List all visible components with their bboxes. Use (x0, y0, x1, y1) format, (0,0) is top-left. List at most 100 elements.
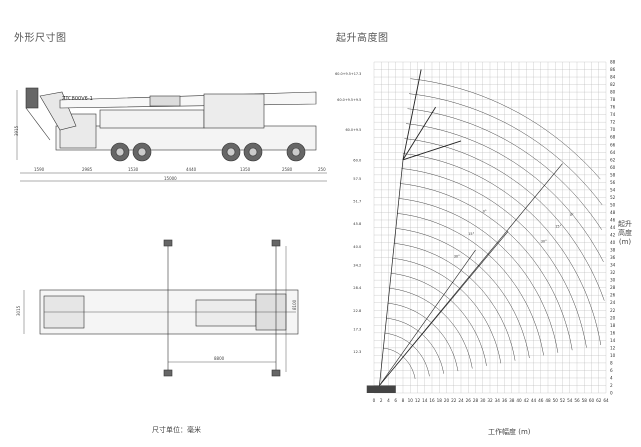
x-tick-label: 56 (574, 398, 580, 403)
y-tick-label: 8 (610, 360, 613, 365)
y-tick-label: 86 (610, 67, 616, 72)
x-tick-label: 46 (538, 398, 544, 403)
x-tick-label: 34 (495, 398, 501, 403)
jib-label: 60.0+9.5+17.3 (335, 72, 361, 76)
y-tick-label: 24 (610, 300, 616, 305)
lift-arc (410, 78, 601, 180)
x-tick-label: 30 (480, 398, 486, 403)
lift-arc (386, 317, 444, 374)
x-tick-label: 26 (466, 398, 472, 403)
crane-base-icon (366, 385, 396, 393)
y-tick-label: 74 (610, 112, 616, 117)
y-tick-label: 42 (610, 233, 616, 238)
seg-dim: 1350 (240, 167, 251, 172)
boom-length-label: 57.5 (353, 177, 361, 181)
y-tick-label: 52 (610, 195, 616, 200)
angle-label: 0° (570, 213, 574, 217)
dimension-drawing-title: 外形尺寸图 (14, 33, 67, 44)
x-tick-label: 20 (444, 398, 450, 403)
y-tick-label: 16 (610, 330, 616, 335)
angle-label: 0° (483, 209, 487, 213)
angle-label: 30° (454, 255, 460, 259)
lift-arc (401, 168, 587, 348)
y-tick-label: 44 (610, 225, 616, 230)
x-tick-label: 18 (437, 398, 443, 403)
x-tick-label: 22 (451, 398, 457, 403)
boom-length-label: 28.4 (353, 286, 362, 290)
lift-arc (392, 258, 502, 364)
outrigger-length-dim: 8800 (214, 356, 225, 361)
boom-length-label: 17.3 (353, 328, 361, 332)
lift-arc (402, 153, 602, 346)
seg-dim: 4440 (186, 167, 197, 172)
seg-dim: 1590 (34, 167, 45, 172)
y-tick-label: 68 (610, 135, 616, 140)
plan-view (23, 239, 299, 377)
lift-arc (399, 183, 573, 351)
x-tick-label: 42 (524, 398, 530, 403)
y-tick-label: 58 (610, 172, 616, 177)
x-tick-label: 40 (516, 398, 522, 403)
x-tick-label: 4 (387, 398, 390, 403)
boom-length-label: 60.0 (353, 158, 362, 162)
y-axis-title: 起升高度(m) (618, 220, 632, 246)
x-tick-label: 6 (394, 398, 397, 403)
boom-length-label: 51.7 (353, 200, 361, 204)
y-tick-label: 4 (610, 375, 613, 380)
lift-arc (393, 243, 516, 361)
boom-line (379, 231, 509, 386)
x-tick-label: 12 (415, 398, 421, 403)
x-tick-label: 62 (596, 398, 602, 403)
side-view (16, 87, 327, 182)
y-tick-label: 36 (610, 255, 616, 260)
seg-dim: 2985 (82, 167, 93, 172)
y-tick-label: 6 (610, 368, 613, 373)
y-tick-label: 78 (610, 97, 616, 102)
x-tick-label: 38 (509, 398, 515, 403)
lift-height-chart-title: 起升高度图 (336, 33, 389, 44)
y-tick-label: 14 (610, 338, 616, 343)
total-length-dim: 15000 (164, 176, 177, 181)
x-tick-label: 16 (429, 398, 435, 403)
x-tick-label: 52 (560, 398, 566, 403)
lift-arc (396, 213, 544, 356)
x-tick-label: 58 (582, 398, 588, 403)
y-tick-label: 80 (610, 90, 616, 95)
jib-line (402, 69, 422, 160)
x-tick-label: 36 (502, 398, 508, 403)
lift-arc (390, 273, 487, 366)
y-tick-label: 20 (610, 315, 616, 320)
y-tick-label: 30 (610, 278, 616, 283)
lift-arc (404, 138, 605, 301)
outrigger-width-dim: 8100 (292, 299, 297, 310)
y-tick-label: 28 (610, 285, 616, 290)
angle-label: 15° (555, 225, 561, 229)
boom-line (379, 159, 404, 386)
seg-dim: 2580 (282, 167, 293, 172)
angle-label: 30° (541, 240, 547, 244)
plan-width-dim: 3015 (16, 305, 21, 316)
y-tick-label: 2 (610, 383, 613, 388)
boom-length-label: 34.2 (353, 264, 361, 268)
x-tick-label: 28 (473, 398, 479, 403)
x-tick-label: 44 (531, 398, 537, 403)
x-tick-label: 8 (402, 398, 405, 403)
lift-arc (395, 228, 530, 359)
unit-note: 尺寸单位：毫米 (152, 426, 201, 434)
y-tick-label: 76 (610, 105, 616, 110)
x-tick-label: 32 (487, 398, 493, 403)
y-tick-label: 10 (610, 353, 616, 358)
y-tick-label: 40 (610, 240, 616, 245)
y-tick-label: 18 (610, 323, 616, 328)
y-tick-label: 46 (610, 217, 616, 222)
y-tick-label: 34 (610, 263, 616, 268)
boom-length-label: 22.8 (353, 309, 362, 313)
y-tick-label: 84 (610, 75, 616, 80)
x-tick-label: 0 (373, 398, 376, 403)
lift-arc (407, 108, 602, 230)
jib-label: 60.0+9.5 (346, 128, 362, 132)
y-tick-label: 48 (610, 210, 616, 215)
lift-arc (408, 93, 603, 206)
y-tick-label: 38 (610, 248, 616, 253)
